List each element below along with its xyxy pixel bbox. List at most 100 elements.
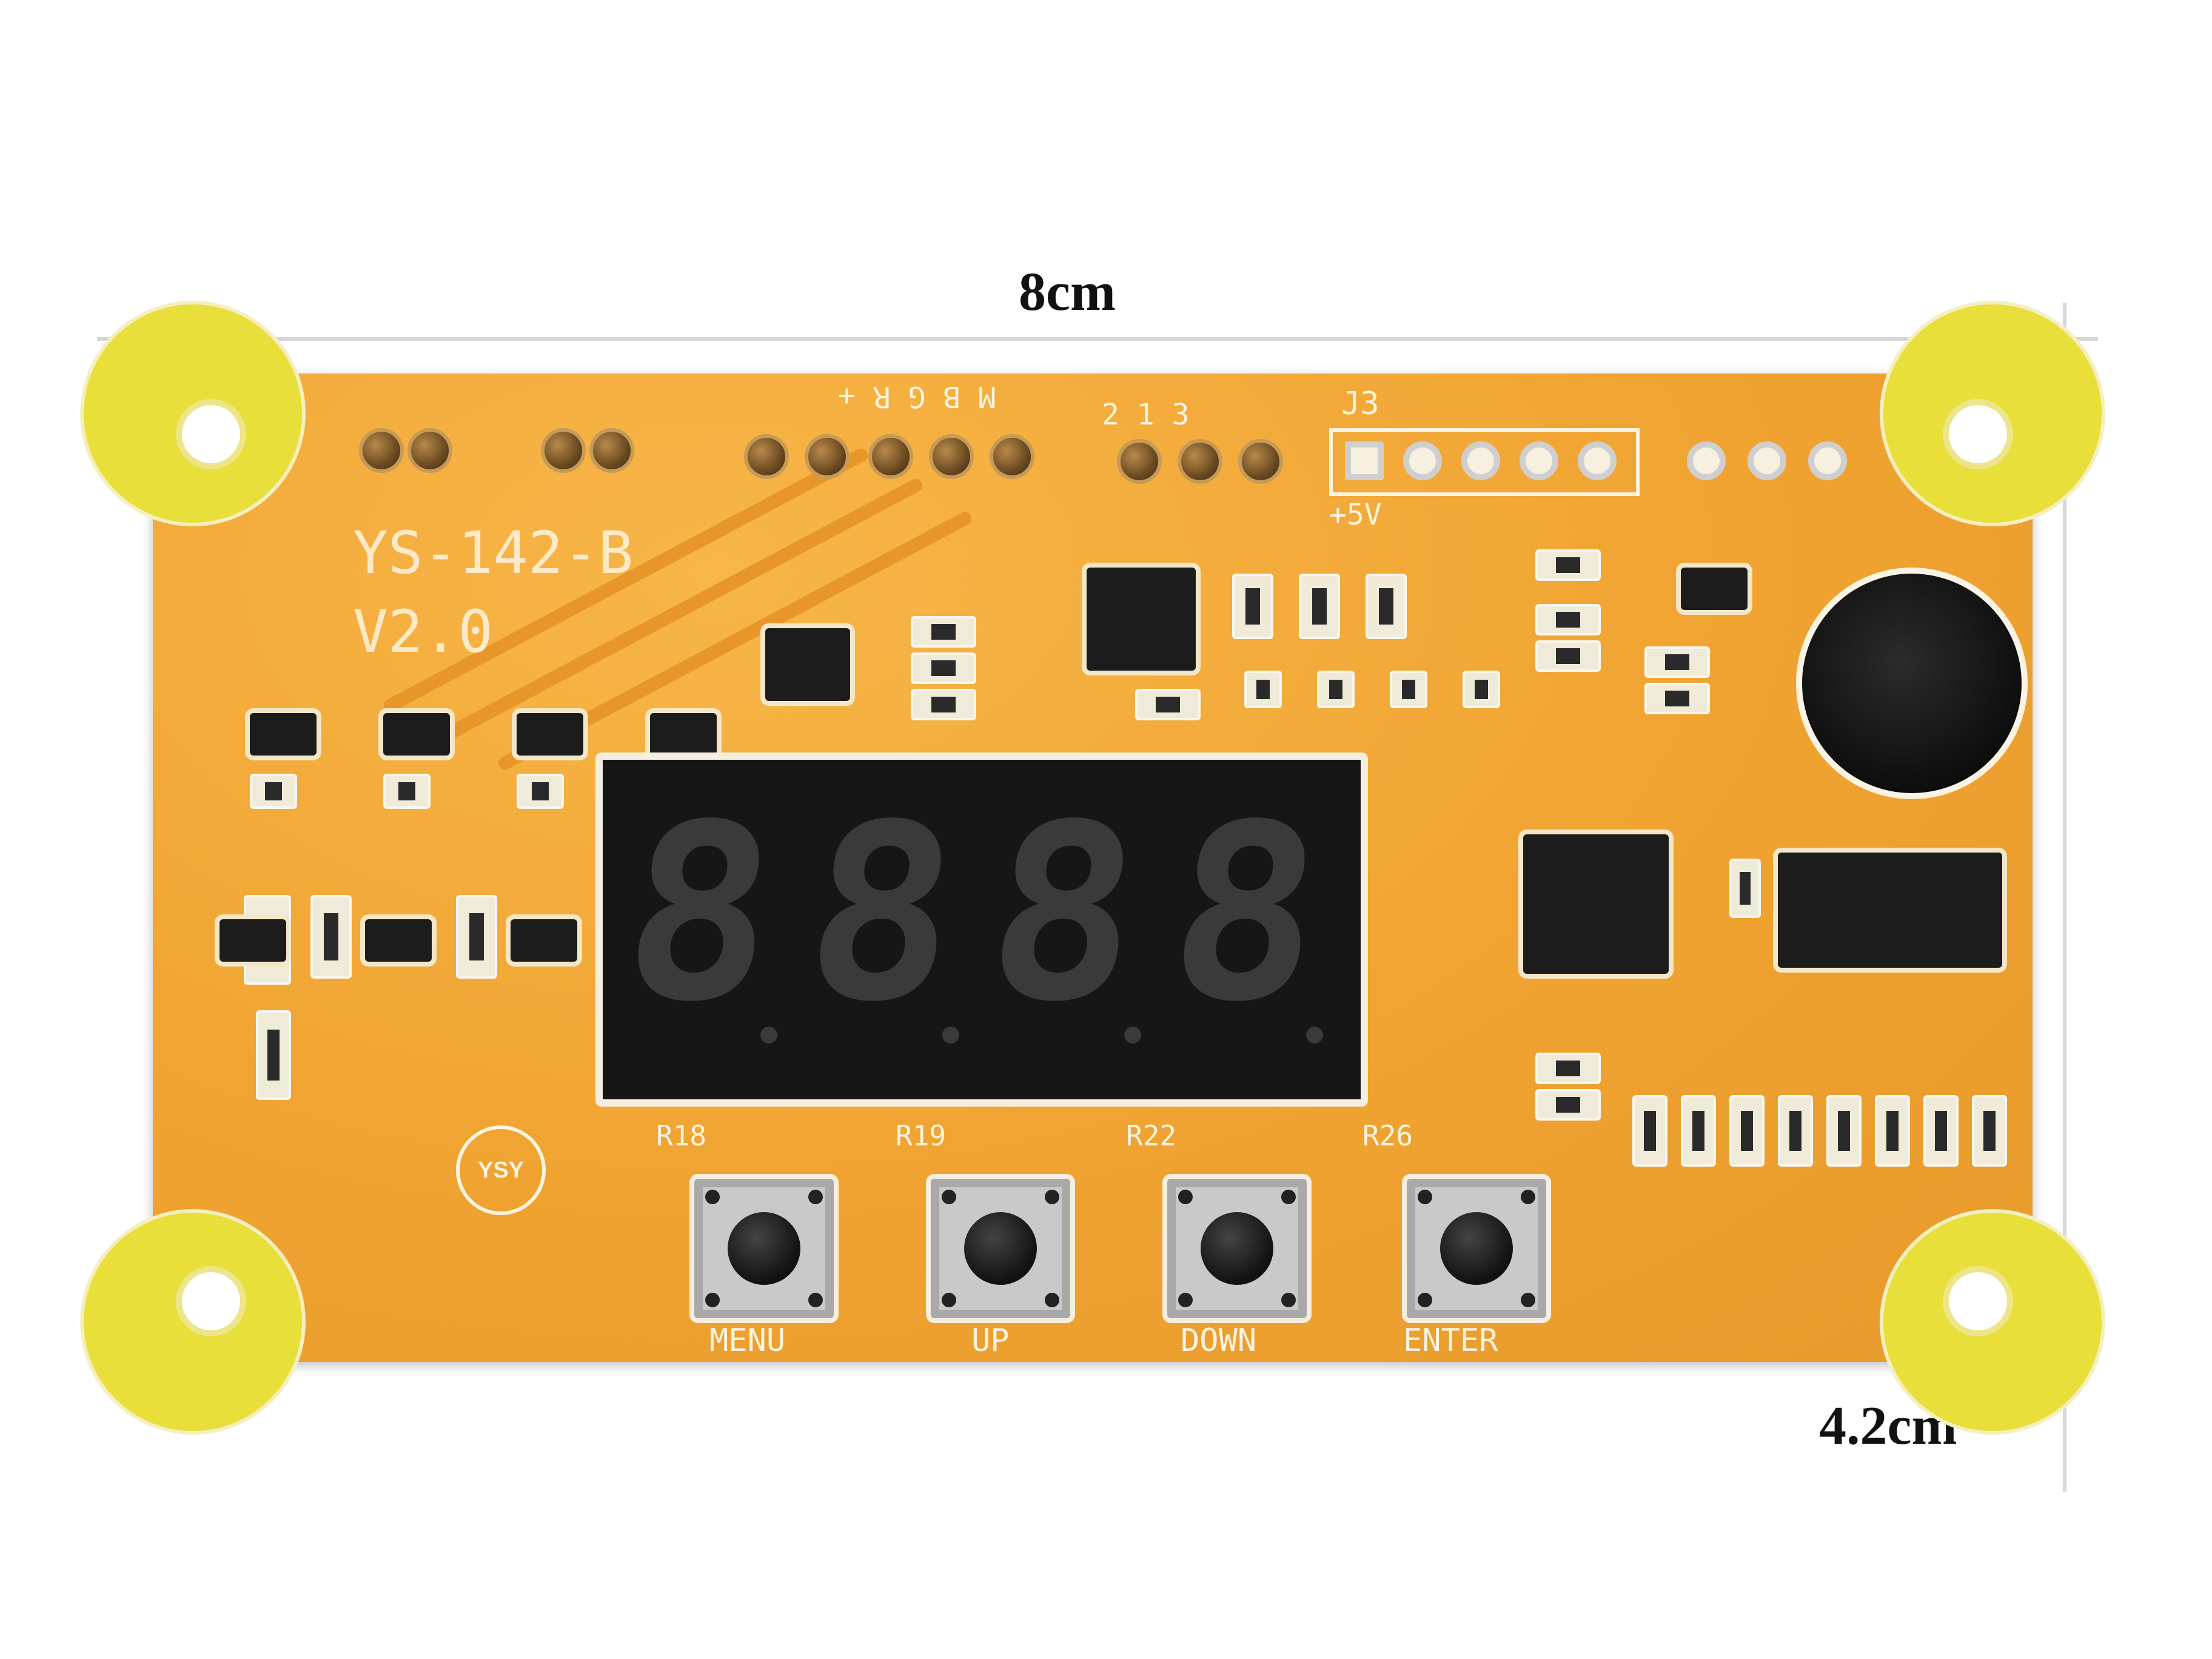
display-digit-2: 8 xyxy=(794,773,970,1055)
mount-hole-bottom-left xyxy=(176,1266,246,1336)
button-ref-label: R18 xyxy=(656,1119,707,1152)
led-indicator xyxy=(1390,671,1427,708)
pcb-board: YS-142-B V2.0 M B G R + 2 1 3 J3 +5V xyxy=(80,301,2105,1435)
transistor-q6 xyxy=(365,919,432,962)
ic-u2 xyxy=(1087,568,1196,671)
button-ref-label: R26 xyxy=(1362,1119,1413,1152)
display-digit-3: 8 xyxy=(976,773,1152,1055)
resistor xyxy=(1681,1095,1716,1167)
j3-pin xyxy=(1578,441,1617,480)
transistor-q10 xyxy=(250,713,317,756)
button-ref-label: R19 xyxy=(896,1119,947,1152)
height-dimension-line xyxy=(2063,303,2066,1492)
down-button[interactable] xyxy=(1162,1174,1312,1323)
button-bolt xyxy=(705,1293,720,1307)
ic-u3 xyxy=(1523,834,1669,974)
mount-hole-top-left xyxy=(176,399,246,469)
button-bolt xyxy=(1521,1190,1535,1204)
capacitor xyxy=(911,689,976,720)
header-pin-m xyxy=(744,434,789,479)
menu-button[interactable] xyxy=(689,1174,839,1323)
header-pin xyxy=(589,428,634,473)
decimal-point xyxy=(760,1027,777,1044)
voltage-regulator-chip xyxy=(765,628,850,701)
mount-hole-bottom-right xyxy=(1943,1266,2013,1336)
resistor xyxy=(1632,1095,1667,1167)
resistor xyxy=(1644,683,1710,714)
capacitor xyxy=(911,616,976,648)
transistor-q8 xyxy=(220,919,286,962)
transistor-q11 xyxy=(383,713,450,756)
smd-component xyxy=(456,895,497,979)
display-digit-1: 8 xyxy=(612,773,788,1055)
smd-component xyxy=(383,774,431,809)
smd-component xyxy=(256,1010,291,1100)
resistor xyxy=(1535,604,1601,635)
seven-segment-display: 8 8 8 8 xyxy=(595,752,1368,1107)
smd-component xyxy=(310,895,352,979)
power-label: +5V xyxy=(1329,498,1382,532)
button-bolt xyxy=(1418,1190,1432,1204)
header-pin-1 xyxy=(1178,439,1222,484)
led-indicator xyxy=(1317,671,1355,708)
button-bolt xyxy=(1281,1190,1296,1204)
board-version-label: V2.0 xyxy=(353,598,494,666)
j3-pin xyxy=(1403,441,1442,480)
j3-connector-outline xyxy=(1329,428,1640,496)
button-bolt xyxy=(942,1190,956,1204)
menu-button-cap[interactable] xyxy=(728,1212,800,1285)
button-bolt xyxy=(1418,1293,1432,1307)
rgb-pin-labels: M B G R + xyxy=(838,380,996,414)
resistor xyxy=(1535,640,1601,672)
up-button-cap[interactable] xyxy=(964,1212,1037,1285)
button-bolt xyxy=(1281,1293,1296,1307)
capacitor xyxy=(911,652,976,684)
transistor-q12 xyxy=(517,713,583,756)
button-bolt xyxy=(1178,1293,1193,1307)
spare-pin xyxy=(1808,441,1847,480)
menu-button-label: MENU xyxy=(709,1322,786,1359)
capacitor xyxy=(1535,549,1601,581)
button-bolt xyxy=(705,1190,720,1204)
resistor xyxy=(1972,1095,2007,1167)
led-indicator xyxy=(1244,671,1282,708)
capacitor xyxy=(1644,646,1710,678)
j3-pin xyxy=(1461,441,1500,480)
spare-pin xyxy=(1687,441,1726,480)
transistor-q9 xyxy=(1681,568,1748,610)
board-model-label: YS-142-B xyxy=(353,519,634,587)
resistor xyxy=(1366,574,1407,639)
header-pin xyxy=(407,428,452,473)
button-bolt xyxy=(808,1293,823,1307)
enter-button-cap[interactable] xyxy=(1440,1212,1513,1285)
decimal-point xyxy=(942,1027,959,1044)
resistor xyxy=(1232,574,1273,639)
width-dimension-label: 8cm xyxy=(1019,262,1116,322)
resistor xyxy=(1875,1095,1910,1167)
decimal-point xyxy=(1306,1027,1323,1044)
display-digit-4: 8 xyxy=(1158,773,1334,1055)
capacitor-c7 xyxy=(1729,859,1761,918)
resistor-r3 xyxy=(1535,1089,1601,1121)
ysy-logo: YSY xyxy=(456,1125,546,1215)
header-pin-2 xyxy=(1117,439,1162,484)
microphone xyxy=(1796,568,2028,799)
capacitor-c6 xyxy=(1535,1053,1601,1084)
enter-button-label: ENTER xyxy=(1403,1322,1498,1359)
transistor-q4 xyxy=(511,919,577,962)
down-button-cap[interactable] xyxy=(1201,1212,1273,1285)
header-pin-r xyxy=(929,434,974,479)
header-pin xyxy=(359,428,404,473)
resistor xyxy=(1778,1095,1813,1167)
enter-button[interactable] xyxy=(1402,1174,1551,1323)
up-button[interactable] xyxy=(926,1174,1075,1323)
button-bolt xyxy=(1045,1293,1059,1307)
header-pin-plus xyxy=(990,434,1034,479)
button-bolt xyxy=(942,1293,956,1307)
button-bolt xyxy=(1178,1190,1193,1204)
resistor xyxy=(1299,574,1340,639)
header-pin xyxy=(541,428,586,473)
capacitor xyxy=(1135,689,1201,720)
width-dimension-line xyxy=(97,337,2098,341)
j3-pin xyxy=(1345,441,1384,480)
